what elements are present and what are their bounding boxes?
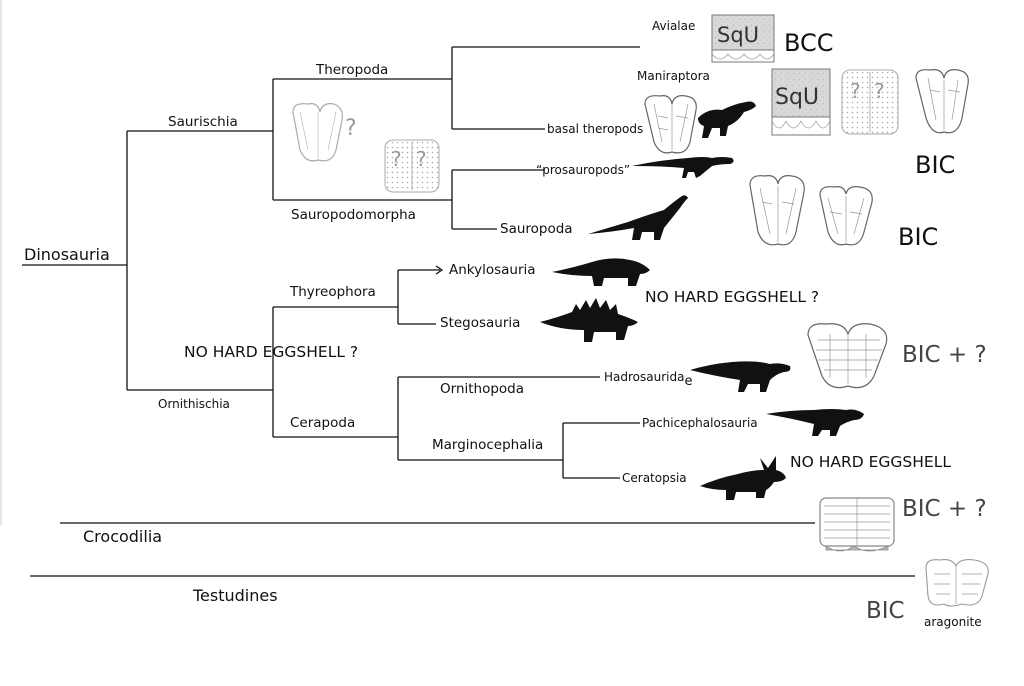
eggshell-squ-avialae-icon: SqU: [711, 14, 775, 63]
eggshell-bic-basal-theropods-icon: [644, 95, 697, 154]
label-testudines: Testudines: [192, 586, 278, 605]
label-theropoda: Theropoda: [315, 62, 388, 78]
eggshell-saurischia-icon: ?: [292, 103, 357, 162]
pachycephalosaur-silhouette-icon: [766, 409, 864, 436]
eggshell-annotations: BCC BIC BIC NO HARD EGGSHELL ? NO HARD E…: [184, 29, 987, 629]
eggshell-bic-testudines-icon: [925, 559, 989, 607]
label-hadrosauridae: Hadrosauridae: [604, 370, 692, 389]
label-cerapoda: Cerapoda: [290, 415, 355, 431]
annotation-bcc: BCC: [784, 29, 834, 57]
svg-text:?: ?: [850, 79, 861, 103]
eggshell-bic-prosauropods-icon: [749, 175, 805, 246]
svg-text:?: ?: [345, 116, 357, 141]
label-stegosauria: Stegosauria: [440, 315, 520, 331]
label-ornithopoda: Ornithopoda: [440, 381, 524, 397]
ceratopsian-silhouette-icon: [700, 456, 786, 500]
sauropod-silhouette-icon: [588, 195, 688, 240]
svg-text:SqU: SqU: [717, 23, 759, 47]
annotation-bic-testudines: BIC: [866, 598, 905, 624]
eggshell-bic-hadrosauridae-icon: [807, 323, 888, 389]
svg-text:?: ?: [416, 147, 427, 171]
annotation-bic-theropods: BIC: [915, 151, 955, 179]
label-crocodilia: Crocodilia: [83, 527, 162, 546]
label-pachicephalosauria: Pachicephalosauria: [642, 416, 758, 430]
label-avialae: Avialae: [652, 19, 695, 33]
annotation-bic-crocodilia: BIC + ?: [902, 496, 987, 522]
svg-text:?: ?: [874, 79, 885, 103]
svg-text:SqU: SqU: [775, 85, 819, 110]
label-prosauropods: “prosauropods”: [536, 163, 630, 177]
annotation-bic-hadrosauridae: BIC + ?: [902, 342, 987, 368]
label-maniraptora: Maniraptora: [637, 69, 710, 83]
label-thyreophora: Thyreophora: [289, 284, 376, 300]
label-ankylosauria: Ankylosauria: [449, 262, 536, 278]
taxon-labels: Dinosauria Saurischia Theropoda Avialae …: [24, 19, 758, 605]
label-dinosauria: Dinosauria: [24, 245, 110, 264]
svg-text:?: ?: [391, 147, 402, 171]
tree-branches: [0, 0, 915, 577]
label-basal-theropods: basal theropods: [547, 122, 643, 136]
label-ceratopsia: Ceratopsia: [622, 471, 687, 485]
basal-theropod-silhouette-icon: [698, 101, 756, 138]
eggshell-squ-maniraptora-icon: SqU: [771, 68, 831, 136]
label-marginocephalia: Marginocephalia: [432, 437, 543, 453]
annotation-bic-sauropods: BIC: [898, 223, 938, 251]
annotation-no-hard-eggshell-ankylosauria: NO HARD EGGSHELL ?: [645, 288, 819, 306]
eggshell-unknown-saurischia-icon: ? ?: [384, 139, 440, 193]
label-sauropodomorpha: Sauropodomorpha: [291, 207, 416, 223]
hadrosaur-silhouette-icon: [690, 361, 791, 392]
annotation-aragonite: aragonite: [924, 615, 982, 629]
annotation-no-hard-eggshell-ceratopsia: NO HARD EGGSHELL: [790, 453, 951, 471]
label-sauropoda: Sauropoda: [500, 221, 573, 237]
annotation-no-hard-eggshell-ornithischia: NO HARD EGGSHELL ?: [184, 343, 358, 361]
eggshell-bic-crocodilia-icon: [819, 497, 895, 552]
eggshell-bic-maniraptora-icon: [915, 69, 969, 134]
eggshell-unknown-maniraptora-icon: ? ?: [841, 69, 899, 135]
stegosaur-silhouette-icon: [540, 298, 638, 342]
label-ornithischia: Ornithischia: [158, 397, 230, 411]
ankylosaur-silhouette-icon: [552, 258, 650, 286]
eggshell-bic-sauropoda-icon: [819, 186, 873, 246]
label-saurischia: Saurischia: [168, 114, 238, 130]
prosauropod-silhouette-icon: [632, 157, 734, 178]
